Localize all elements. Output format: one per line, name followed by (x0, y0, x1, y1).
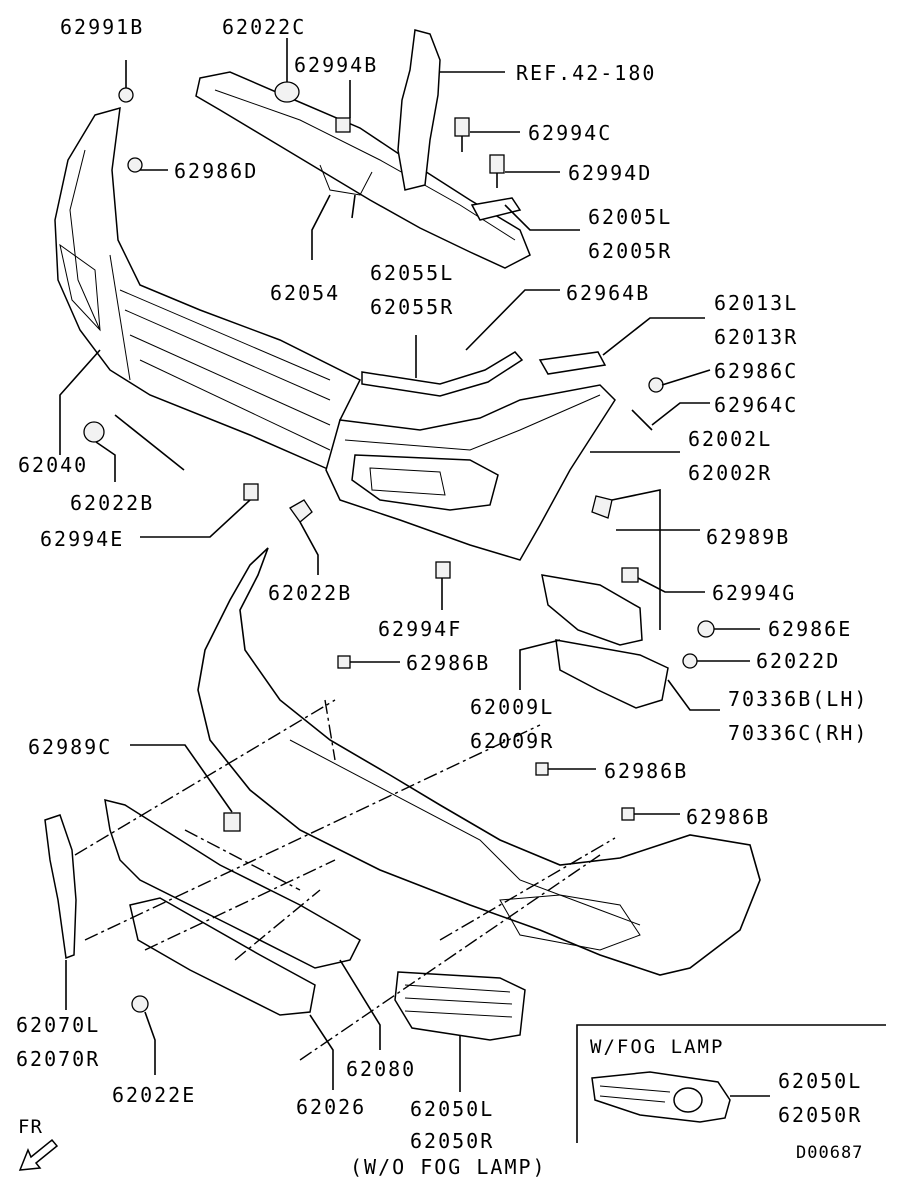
part-label-62986b-2: 62986B (604, 759, 689, 783)
part-label-62991b: 62991B (60, 15, 145, 39)
part-label-62009r: 62009R (470, 729, 555, 753)
part-label-62994f: 62994F (378, 617, 463, 641)
part-label-70336c-rh: 70336C(RH) (728, 721, 869, 745)
part-label-62022c: 62022C (222, 15, 307, 39)
front-grille-frame (54, 106, 362, 472)
support-62009 (541, 574, 669, 709)
bracket-62005 (470, 197, 522, 221)
part-label-62050r: 62050R (410, 1129, 495, 1153)
part-label-62022b-upper: 62022B (70, 491, 155, 515)
part-label-62070r: 62070R (16, 1047, 101, 1071)
part-label-62986b-3: 62986B (686, 805, 771, 829)
part-label-62989b: 62989B (706, 525, 791, 549)
front-bumper-cover (325, 384, 616, 561)
part-label-62022e: 62022E (112, 1083, 197, 1107)
part-label-62013l: 62013L (714, 291, 799, 315)
part-label-62013r: 62013R (714, 325, 799, 349)
part-label-62002l: 62002L (688, 427, 773, 451)
reference-bracket (397, 29, 441, 191)
part-label-70336b-lh: 70336B(LH) (728, 687, 869, 711)
diagram-code: D00687 (796, 1143, 864, 1163)
leader-lines (59, 38, 760, 1092)
part-label-62002r: 62002R (688, 461, 773, 485)
part-label-62022d: 62022D (756, 649, 841, 673)
inset-part-label-62050l: 62050L (778, 1069, 863, 1093)
part-label-62054: 62054 (270, 281, 341, 305)
part-label-62994b: 62994B (294, 53, 379, 77)
part-label-62994g: 62994G (712, 581, 797, 605)
part-label-62055l: 62055L (370, 261, 455, 285)
part-label-62994d: 62994D (568, 161, 653, 185)
inset-title: W/FOG LAMP (590, 1036, 725, 1058)
part-label-62986e: 62986E (768, 617, 853, 641)
part-label-wo-fog-lamp: (W/O FOG LAMP) (350, 1155, 547, 1179)
part-label-ref-42-180: REF.42-180 (516, 61, 657, 85)
side-bracket-62013 (538, 351, 607, 375)
part-label-62009l: 62009L (470, 695, 555, 719)
reinforcement-62080 (104, 798, 361, 969)
side-piece-62070 (44, 814, 77, 960)
part-label-62005l: 62005L (588, 205, 673, 229)
part-label-62986b-1: 62986B (406, 651, 491, 675)
lower-bumper-assembly (197, 547, 761, 976)
part-label-62986c: 62986C (714, 359, 799, 383)
part-label-62964c: 62964C (714, 393, 799, 417)
fog-lamp-cover (394, 971, 526, 1041)
front-direction-label: FR (18, 1116, 43, 1138)
inset-part-label-62050r: 62050R (778, 1103, 863, 1127)
alignment-lines (74, 699, 616, 1061)
part-label-62040: 62040 (18, 453, 89, 477)
part-label-62070l: 62070L (16, 1013, 101, 1037)
part-label-62080: 62080 (346, 1057, 417, 1081)
part-label-62050l: 62050L (410, 1097, 495, 1121)
lower-plate-62026 (129, 897, 316, 1016)
molding-62055 (361, 351, 524, 397)
part-label-62986d: 62986D (174, 159, 259, 183)
part-label-62994e: 62994E (40, 527, 125, 551)
part-label-62005r: 62005R (588, 239, 673, 263)
part-label-62022b-lower: 62022B (268, 581, 353, 605)
part-label-62026: 62026 (296, 1095, 367, 1119)
part-label-62994c: 62994C (528, 121, 613, 145)
front-direction-arrow (18, 1138, 59, 1171)
part-label-62964b: 62964B (566, 281, 651, 305)
inset-box (576, 1024, 886, 1143)
part-label-62055r: 62055R (370, 295, 455, 319)
part-label-62989c: 62989C (28, 735, 113, 759)
